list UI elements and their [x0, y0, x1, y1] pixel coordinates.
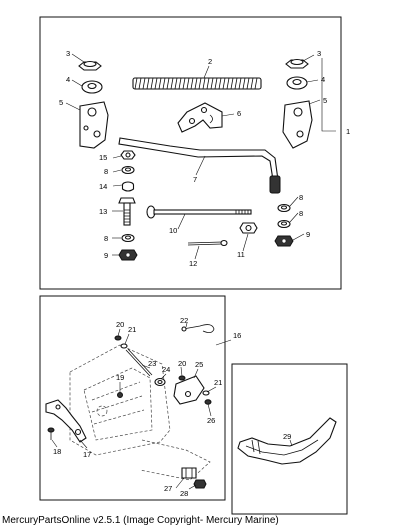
- bottom-right-panel-frame: [231, 363, 348, 515]
- part-28-nut[interactable]: [193, 479, 207, 489]
- part-25-bracket[interactable]: [173, 375, 205, 405]
- part-20-fastener-right[interactable]: [178, 375, 186, 381]
- callout-24: 24: [162, 365, 170, 374]
- bottom-left-leaders: [51, 322, 232, 490]
- top-panel-frame: [39, 16, 342, 290]
- part-19-screw[interactable]: [117, 392, 123, 398]
- part-14-spacer[interactable]: [121, 181, 135, 192]
- part-4-washer-right[interactable]: [286, 76, 308, 90]
- callout-4-left: 4: [66, 75, 70, 84]
- part-8-washer-right-lower[interactable]: [277, 219, 291, 229]
- callout-10: 10: [169, 226, 177, 235]
- callout-12: 12: [189, 259, 197, 268]
- callout-8-right-lower: 8: [299, 209, 303, 218]
- part-5-bracket-left[interactable]: [79, 101, 109, 149]
- callout-3-left: 3: [66, 49, 70, 58]
- part-17-arm-assembly[interactable]: [45, 399, 87, 443]
- callout-8-right-upper: 8: [299, 193, 303, 202]
- callout-27: 27: [164, 484, 172, 493]
- callout-21-upper: 21: [128, 325, 136, 334]
- part-21-fastener-upper[interactable]: [120, 343, 128, 349]
- callout-16: 16: [233, 331, 241, 340]
- part-26-fastener[interactable]: [204, 399, 212, 405]
- callout-20-upper: 20: [116, 320, 124, 329]
- callout-9-right: 9: [306, 230, 310, 239]
- part-15-nut[interactable]: [120, 150, 136, 160]
- part-9-nut-left[interactable]: [118, 249, 138, 261]
- callout-29: 29: [283, 432, 291, 441]
- callout-17: 17: [83, 450, 91, 459]
- callout-5-left: 5: [59, 98, 63, 107]
- bottom-left-panel-frame: [39, 295, 226, 501]
- callout-13: 13: [99, 207, 107, 216]
- part-11-nut[interactable]: [239, 222, 258, 234]
- part-2-threaded-rod[interactable]: [132, 77, 262, 90]
- callout-11: 11: [237, 250, 245, 259]
- callout-4-right: 4: [321, 75, 325, 84]
- callout-25: 25: [195, 360, 203, 369]
- callout-23: 23: [148, 359, 156, 368]
- part-3-nut-left[interactable]: [78, 60, 102, 71]
- part-27-clip[interactable]: [181, 467, 197, 479]
- callout-2: 2: [208, 57, 212, 66]
- callout-21-right: 21: [214, 378, 222, 387]
- part-6-plate[interactable]: [177, 102, 223, 133]
- part-18-screw[interactable]: [47, 427, 55, 440]
- callout-6: 6: [237, 109, 241, 118]
- part-29-tiller-handle[interactable]: [237, 417, 337, 465]
- callout-3-right: 3: [317, 49, 321, 58]
- part-23-linkage-rod[interactable]: [125, 348, 153, 377]
- part-8-washer-left-lower[interactable]: [121, 233, 135, 243]
- leader-29: [289, 439, 293, 447]
- callout-28: 28: [180, 489, 188, 498]
- callout-20-right: 20: [178, 359, 186, 368]
- part-4-washer-left[interactable]: [81, 80, 103, 94]
- callout-5-right: 5: [323, 96, 327, 105]
- part-8-washer-right-upper[interactable]: [277, 203, 291, 213]
- part-24-bushing[interactable]: [154, 377, 166, 387]
- callout-26: 26: [207, 416, 215, 425]
- part-5-bracket-right[interactable]: [282, 100, 313, 149]
- callout-14: 14: [99, 182, 107, 191]
- callout-19: 19: [116, 373, 124, 382]
- callout-18: 18: [53, 447, 61, 456]
- copyright-footer: MercuryPartsOnline v2.5.1 (Image Copyrig…: [2, 515, 279, 526]
- engine-block-outline: [69, 344, 211, 481]
- callout-22: 22: [180, 316, 188, 325]
- part-3-nut-right[interactable]: [285, 58, 309, 69]
- part-22-wire-link[interactable]: [181, 324, 215, 333]
- part-9-nut-right[interactable]: [274, 235, 294, 247]
- part-12-cotter-pin[interactable]: [187, 239, 228, 247]
- callout-15: 15: [99, 153, 107, 162]
- part-7-tiller-arm[interactable]: [118, 137, 281, 194]
- part-20-fastener-upper[interactable]: [114, 335, 122, 341]
- callout-8-left-upper: 8: [104, 167, 108, 176]
- callout-8-left-lower: 8: [104, 234, 108, 243]
- part-13-bolt[interactable]: [118, 197, 136, 226]
- part-8-washer-left-upper[interactable]: [121, 165, 135, 175]
- part-10-long-bolt[interactable]: [146, 205, 252, 219]
- callout-7: 7: [193, 175, 197, 184]
- callout-9-left: 9: [104, 251, 108, 260]
- callout-1: 1: [346, 127, 350, 136]
- top-panel-leaders: [65, 53, 336, 260]
